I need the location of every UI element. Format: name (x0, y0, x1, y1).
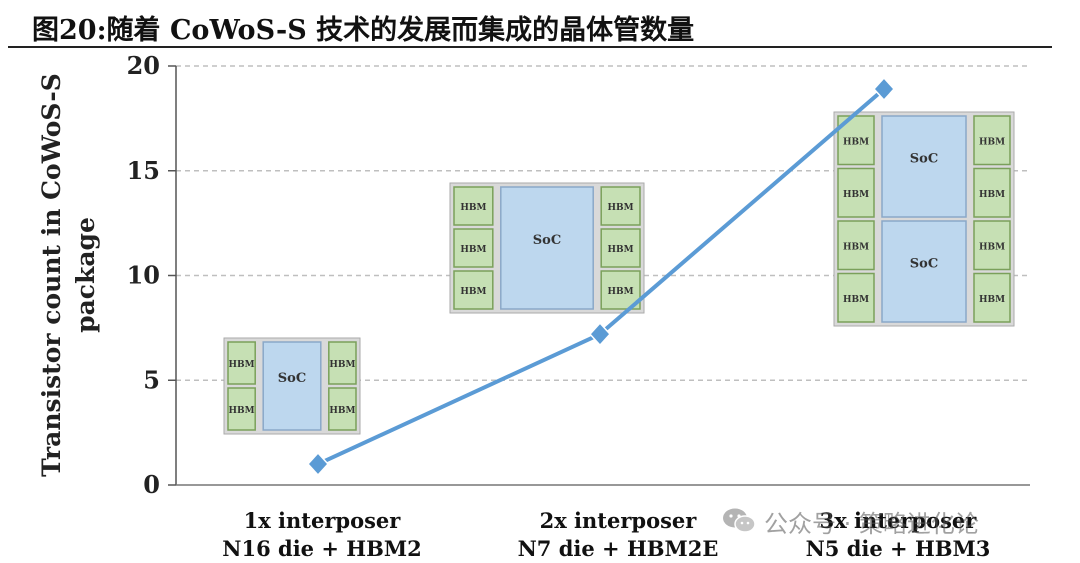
hbm-stack (453, 270, 494, 310)
hbm-label: HBM (608, 245, 634, 255)
hbm-stack (837, 272, 875, 323)
package-diagrams: HBMHBMHBMHBMSoCHBMHBMHBMHBMHBMHBMSoCHBMH… (223, 111, 1015, 435)
hbm-label: HBM (229, 360, 255, 370)
hbm-label: HBM (329, 360, 355, 370)
hbm-label: HBM (460, 245, 486, 255)
package-2x-interposer: HBM HBM HBM HBM HBM HBM SoC (449, 182, 645, 314)
hbm-stack (837, 167, 875, 218)
y-tick-label: 15 (127, 156, 160, 185)
y-tick-label: 20 (127, 51, 160, 80)
soc-label: SoC (278, 371, 306, 386)
series-line (306, 76, 896, 477)
package-1x-interposer: HBM HBM HBM HBM SoC (223, 337, 361, 435)
hbm-stack (973, 220, 1011, 271)
x-category-label: N7 die + HBM2E (518, 536, 719, 561)
hbm-label: HBM (229, 406, 255, 416)
hbm-label: HBM (979, 137, 1005, 147)
x-category-label: 3x interposer (820, 508, 978, 533)
soc-label: SoC (533, 233, 561, 248)
data-point-marker (588, 322, 612, 347)
hbm-stack (328, 341, 357, 385)
hbm-stack (973, 115, 1011, 166)
hbm-label: HBM (979, 295, 1005, 305)
y-tick-label: 5 (143, 365, 160, 394)
data-point-marker (306, 451, 330, 477)
y-tick-label: 10 (127, 261, 160, 290)
hbm-stack (973, 167, 1011, 218)
watermark-text: 公众号 · 策略进化论 (764, 509, 979, 538)
hbm-label: HBM (843, 295, 869, 305)
hbm-stack (227, 341, 256, 385)
package-3x-interposer: HBM HBM HBM HBM HBM HBM HBM HBM SoC SoC (833, 111, 1015, 327)
hbm-stack (328, 387, 357, 431)
figure-title: 图20:随着 CoWoS-S 技术的发展而集成的晶体管数量 (32, 15, 695, 46)
soc-die (881, 220, 967, 323)
hbm-label: HBM (843, 190, 869, 200)
hbm-stack (600, 186, 641, 226)
soc-die (262, 341, 322, 431)
soc-label: SoC (910, 257, 938, 272)
hbm-label: HBM (460, 203, 486, 213)
title-divider (8, 46, 1052, 48)
y-axis-label-line: Transistor count in CoWoS-S (37, 73, 66, 477)
soc-label: SoC (910, 152, 938, 167)
hbm-stack (837, 220, 875, 271)
hbm-label: HBM (979, 242, 1005, 252)
soc-die (500, 186, 594, 310)
hbm-label: HBM (843, 242, 869, 252)
x-category-label: N16 die + HBM2 (222, 536, 421, 561)
y-tick-label: 0 (143, 470, 160, 499)
soc-die (881, 115, 967, 218)
hbm-label: HBM (329, 406, 355, 416)
hbm-stack (453, 228, 494, 268)
axes (168, 65, 1030, 486)
hbm-stack (973, 272, 1011, 323)
hbm-stack (600, 228, 641, 268)
data-point-marker (872, 76, 896, 102)
hbm-label: HBM (608, 203, 634, 213)
x-category-label: N5 die + HBM3 (806, 536, 991, 561)
hbm-label: HBM (608, 287, 634, 297)
y-axis-label-line: package (71, 217, 100, 333)
hbm-label: HBM (979, 190, 1005, 200)
watermark: 公众号 · 策略进化论 (722, 504, 1062, 538)
hbm-stack (453, 186, 494, 226)
hbm-label: HBM (460, 287, 486, 297)
hbm-label: HBM (843, 137, 869, 147)
hbm-stack (227, 387, 256, 431)
wechat-icon (723, 508, 756, 533)
x-category-label: 1x interposer (244, 508, 402, 533)
x-category-label: 2x interposer (540, 508, 698, 533)
